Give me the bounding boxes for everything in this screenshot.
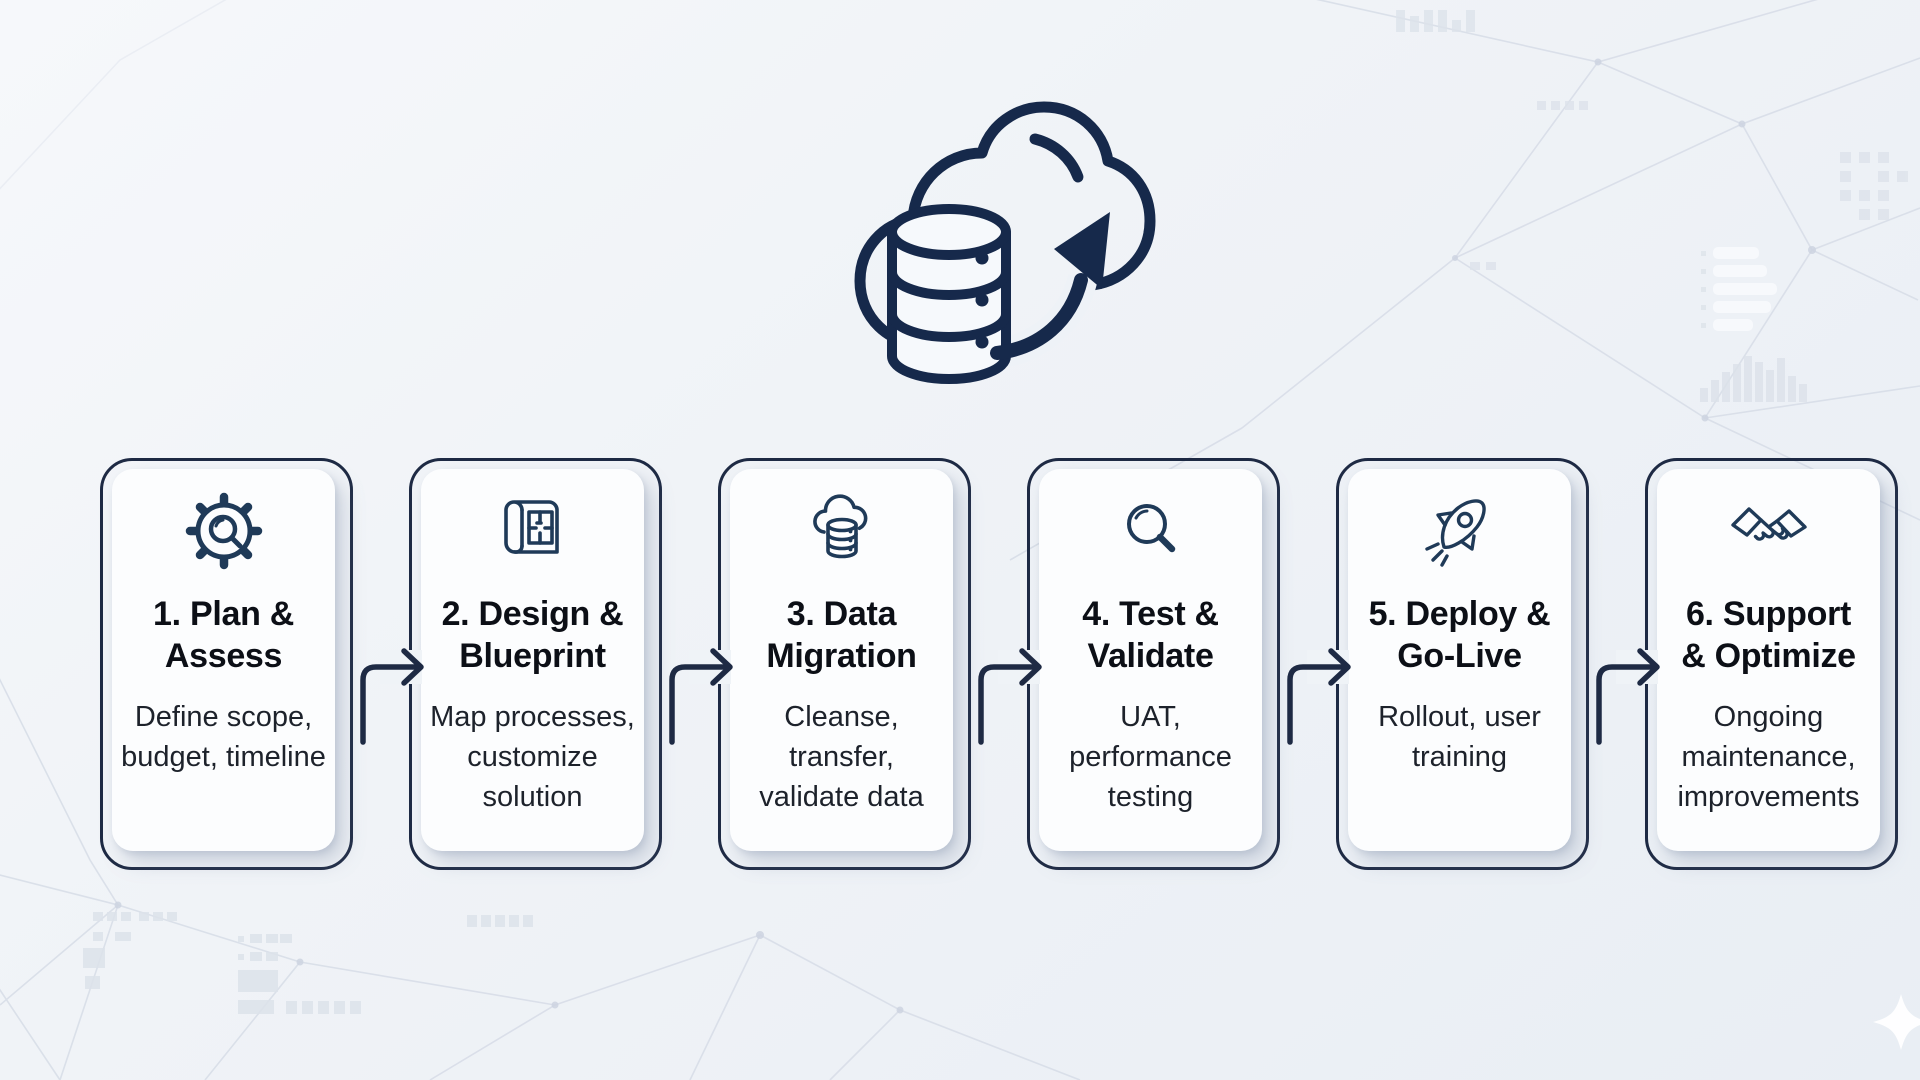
flow-arrow-3-4 xyxy=(978,648,1042,745)
magnifier-icon xyxy=(1126,504,1175,553)
step-card-support-optimize: 6. Support& Optimize Ongoing maintenance… xyxy=(1645,458,1898,870)
step-card-test-validate: 4. Test &Validate UAT, performance testi… xyxy=(1027,458,1280,870)
blueprint-icon xyxy=(503,500,559,554)
rocket-icon xyxy=(1424,499,1486,567)
step-title: 6. Support& Optimize xyxy=(1681,595,1856,675)
step-title: 1. Plan &Assess xyxy=(153,595,294,675)
handshake-icon xyxy=(1730,507,1807,541)
step-description: Ongoing maintenance, improvements xyxy=(1677,701,1860,813)
flow-arrow-1-2 xyxy=(360,648,424,745)
step-title: 2. Design &Blueprint xyxy=(441,595,624,675)
step-title: 4. Test &Validate xyxy=(1082,595,1219,675)
flow-arrow-2-3 xyxy=(669,648,733,745)
step-card-deploy-golive: 5. Deploy &Go-Live Rollout, user trainin… xyxy=(1336,458,1589,870)
flow-arrow-5-6 xyxy=(1596,648,1660,745)
gear-search-icon xyxy=(185,492,262,570)
step-card-design-blueprint: 2. Design &Blueprint Map processes, cust… xyxy=(409,458,662,870)
sparkle-star xyxy=(1873,994,1920,1050)
step-card-plan-assess: 1. Plan &Assess Define scope, budget, ti… xyxy=(100,458,353,870)
step-title: 5. Deploy &Go-Live xyxy=(1368,595,1551,675)
cloud-database-icon xyxy=(812,494,867,559)
step-description: Map processes, customize solution xyxy=(430,701,635,813)
cloud-database-upload-icon xyxy=(854,101,1156,385)
step-description: Rollout, user training xyxy=(1378,701,1541,773)
step-description: Define scope, budget, timeline xyxy=(121,701,326,773)
step-description: UAT, performance testing xyxy=(1069,701,1232,813)
flow-arrow-4-5 xyxy=(1287,648,1351,745)
step-description: Cleanse, transfer, validate data xyxy=(759,701,924,813)
